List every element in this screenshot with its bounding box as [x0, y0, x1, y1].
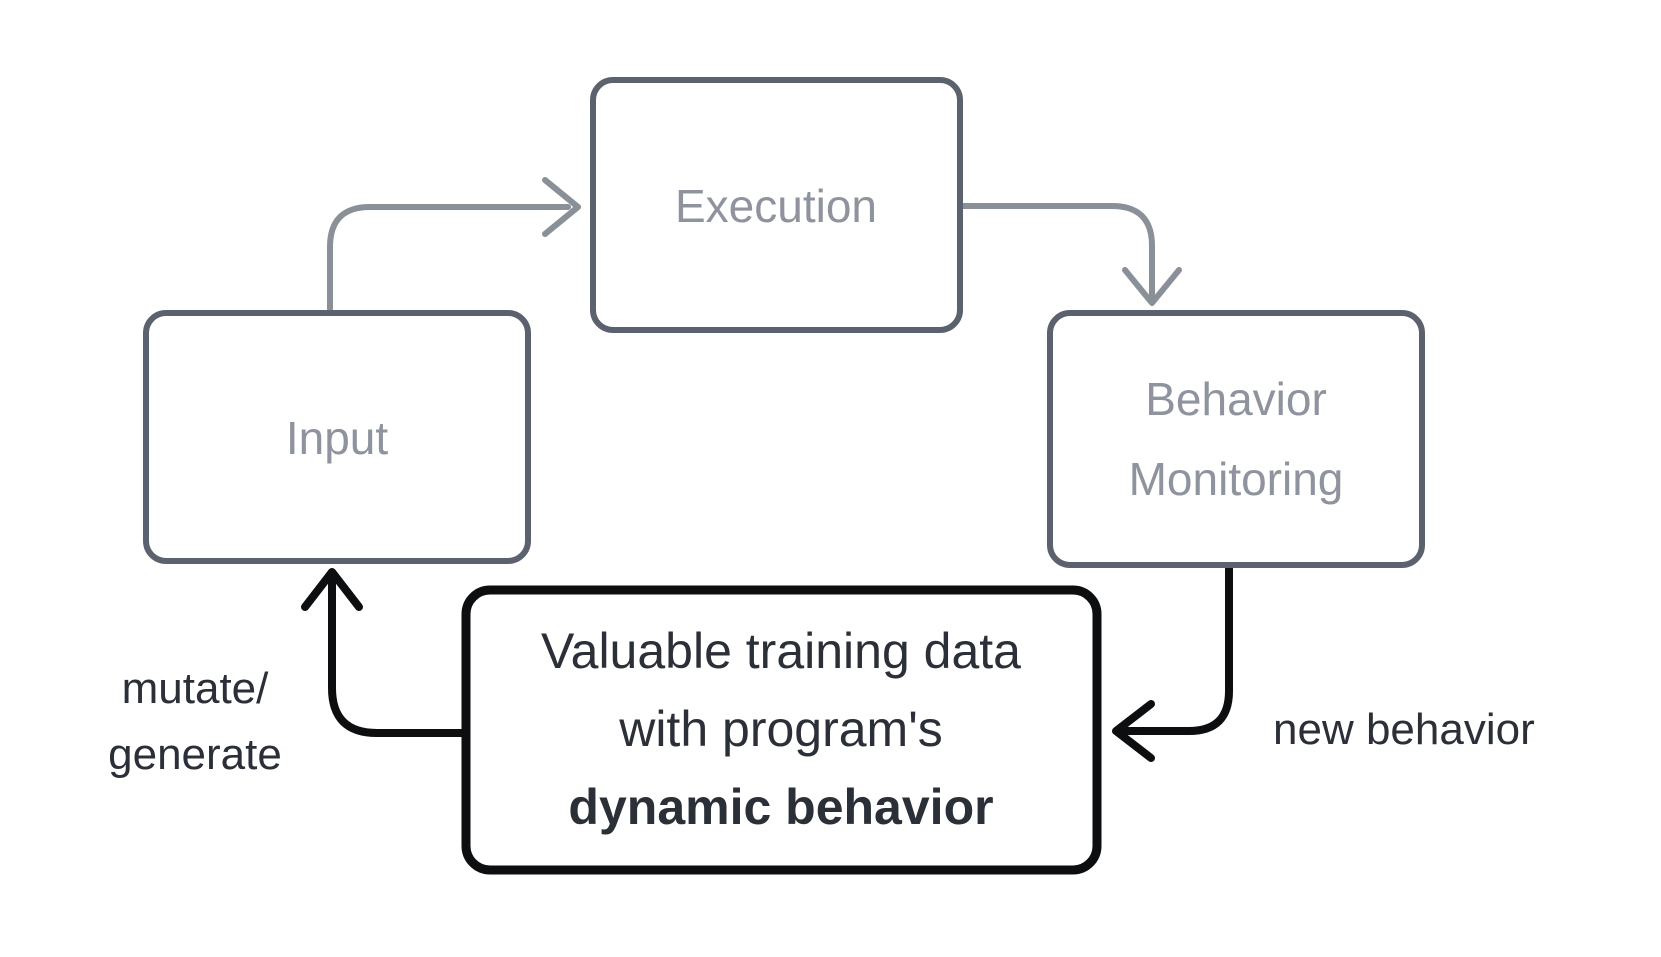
behavior-monitoring-label-line1: Behavior — [1145, 373, 1327, 425]
arrow-execution-to-behavior-monitoring — [959, 203, 1182, 306]
execution-label: Execution — [675, 180, 877, 232]
input-box — [143, 310, 531, 564]
node-execution: Execution — [590, 77, 963, 333]
training-data-line1: Valuable training data — [541, 623, 1021, 679]
training-data-line2: with program's — [618, 701, 943, 757]
behavior-monitoring-label-line2: Monitoring — [1129, 453, 1344, 505]
mutate-generate-label-line2: generate — [108, 730, 282, 779]
node-behavior-monitoring: Behavior Monitoring — [1047, 310, 1425, 568]
arrow-behavior-monitoring-to-training-data — [1112, 562, 1233, 762]
arrow-training-data-to-input — [301, 568, 468, 737]
arrow-behavior-monitoring-to-training-data-shaft — [1120, 562, 1233, 735]
node-training-data: Valuable training data with program's dy… — [461, 585, 1102, 875]
arrow-execution-to-behavior-monitoring-shaft — [959, 203, 1155, 300]
arrow-left-icon — [1112, 700, 1155, 762]
mutate-generate-label-line1: mutate/ — [122, 664, 270, 713]
arrow-right-icon — [542, 177, 581, 237]
arrow-input-to-execution-shaft — [327, 204, 571, 312]
input-label: Input — [286, 412, 389, 464]
arrow-down-icon — [1122, 267, 1182, 306]
training-data-line3: dynamic behavior — [568, 779, 993, 835]
arrow-training-data-to-input-shaft — [328, 576, 468, 737]
new-behavior-label: new behavior — [1273, 705, 1535, 754]
execution-box — [590, 77, 963, 333]
training-data-box — [461, 585, 1102, 875]
behavior-monitoring-box — [1047, 310, 1425, 568]
arrow-up-icon — [301, 568, 363, 611]
node-input: Input — [143, 310, 531, 564]
arrow-input-to-execution — [327, 177, 581, 312]
